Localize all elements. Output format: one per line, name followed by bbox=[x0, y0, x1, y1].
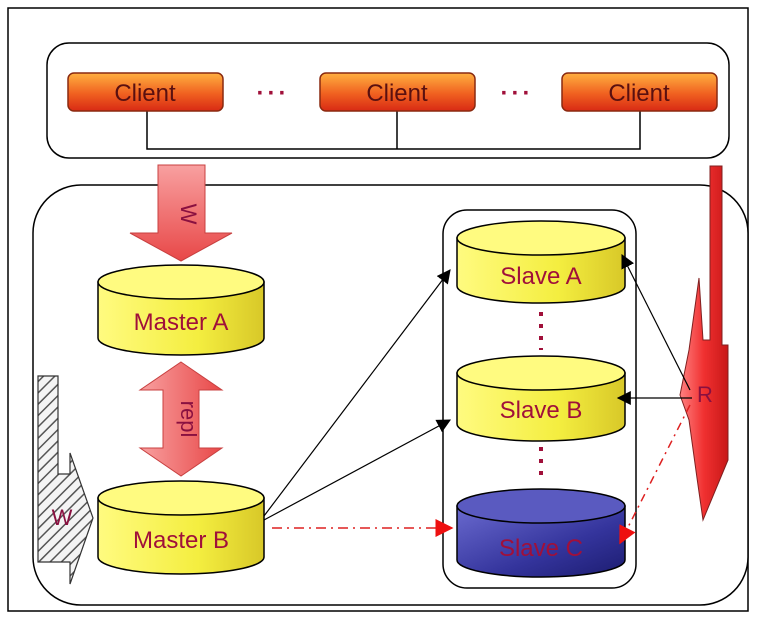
client-ellipsis: ··· bbox=[501, 80, 534, 107]
replication-line bbox=[263, 269, 451, 517]
replication-line bbox=[263, 419, 452, 521]
client-label: Client bbox=[366, 80, 428, 107]
replication-label: repl bbox=[176, 401, 201, 438]
db-label: Slave C bbox=[499, 535, 583, 562]
write-arrow-label: W bbox=[52, 505, 73, 530]
replication-arrow: repl bbox=[138, 361, 224, 477]
master-a-db: Master A bbox=[97, 264, 265, 356]
client-bus bbox=[146, 110, 641, 150]
slave-c-db: Slave C bbox=[456, 488, 626, 578]
read-arrow-label: R bbox=[697, 382, 713, 407]
client-ellipsis: ··· bbox=[257, 80, 290, 107]
client-label: Client bbox=[114, 80, 176, 107]
client-label: Client bbox=[608, 80, 670, 107]
read-line bbox=[621, 253, 691, 391]
master-b-db: Master B bbox=[97, 480, 265, 575]
slave-b-db: Slave B bbox=[456, 355, 626, 442]
db-label: Slave B bbox=[500, 397, 583, 424]
client-box: Client bbox=[561, 72, 718, 112]
db-label: Master A bbox=[134, 309, 229, 336]
db-label: Slave A bbox=[500, 263, 581, 290]
db-label: Master B bbox=[133, 527, 229, 554]
write-arrow-label: W bbox=[176, 204, 201, 225]
client-box: Client bbox=[319, 72, 476, 112]
read-arrow: R bbox=[679, 165, 729, 522]
client-box: Client bbox=[67, 72, 224, 112]
read-line-dashed bbox=[619, 404, 691, 545]
write-arrow-right: W bbox=[37, 375, 94, 585]
slave-a-db: Slave A bbox=[456, 220, 626, 304]
write-arrow-down: W bbox=[129, 164, 233, 262]
